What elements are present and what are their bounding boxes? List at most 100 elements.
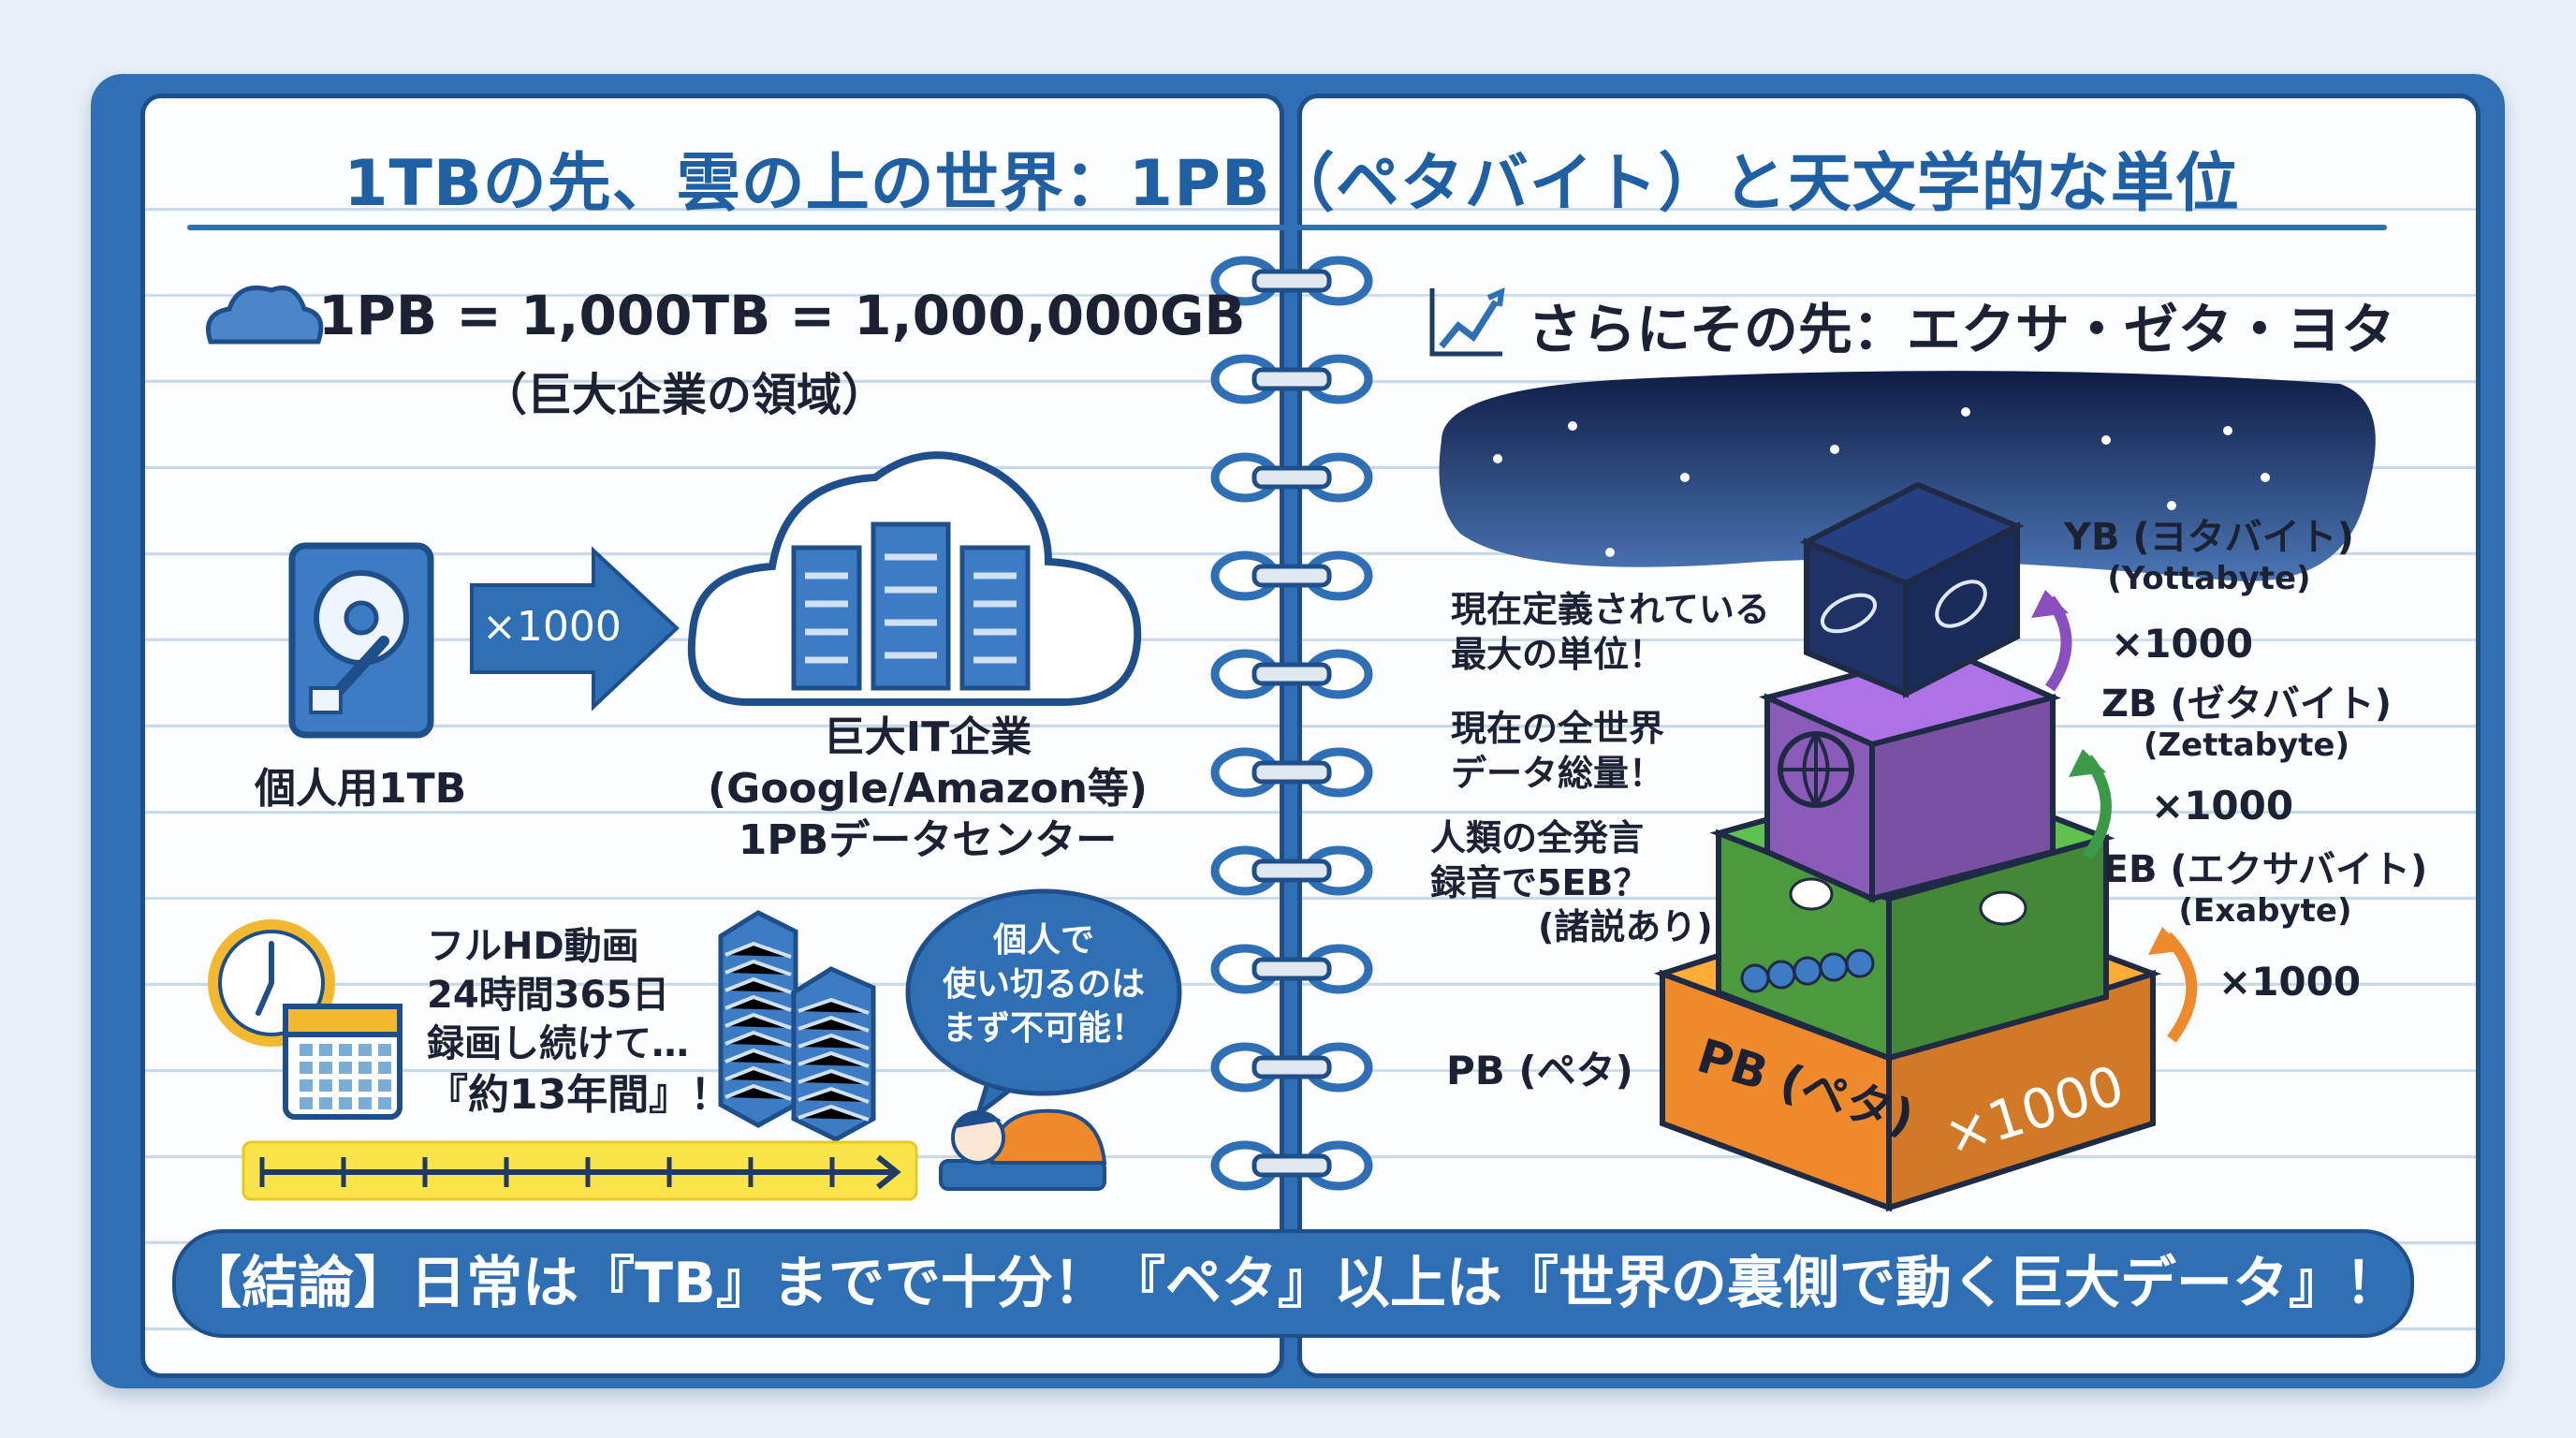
calendar-cell [378,1079,391,1092]
yb-box [1799,481,2025,698]
note-yb: 現在定義されている 最大の単位！ [1451,588,1770,677]
globe-lines [1780,732,1852,809]
unit-yb: YB (ヨタバイト) (Yottabyte) [2041,515,2378,598]
galaxy-icon [1935,580,1987,628]
conclusion-banner: 【結論】日常は『TB』までで十分！『ペタ』以上は『世界の裏側で動く巨大データ』！ [172,1229,2414,1338]
person-icon [1819,952,1849,982]
stripe [724,1065,792,1083]
calendar-cell [339,1044,352,1056]
stripe [724,959,792,976]
bubble-line: まず不可能！ [942,1008,1145,1048]
calendar-cell [359,1062,372,1074]
bubble-line: 個人で [992,921,1094,960]
bubble-text: 個人で 使い切るのは まず不可能！ [913,919,1175,1050]
calendar-cell [378,1062,391,1074]
calendar-cell [319,1062,332,1074]
calendar-icon [283,1004,402,1120]
ring-wire [1251,465,1332,490]
stripe [724,994,792,1012]
chat-bubble-icon [1979,890,2027,926]
hard-drive-icon [288,542,434,739]
server-stack-icon [718,910,876,1142]
step-yb: ×1000 [2111,621,2254,667]
calendar-cell [359,1044,372,1056]
calendar-cell [339,1079,352,1092]
stripe [798,1104,870,1122]
star-icon [2261,473,2270,482]
unit-name: ZB (ゼタバイト) [2101,682,2392,726]
multiplier-label: ×1000 [482,603,622,651]
calendar-cell [300,1079,313,1092]
calendar-cell [300,1044,313,1056]
stripe [798,1033,870,1050]
stripe [724,941,792,959]
note-line: データ総量！ [1451,752,1665,794]
chat-bubble-icon [1789,877,1834,911]
star-icon [1961,407,1970,417]
note-zb: 現在の全世界 データ総量！ [1451,707,1664,796]
growth-chart-icon [1429,287,1505,357]
video-line: 『約13年間』！ [427,1071,732,1119]
note-line: 最大の単位！ [1451,633,1665,675]
person-icon [1740,963,1770,993]
person-icon [1845,948,1875,978]
galaxy-icon [1820,593,1878,634]
stripe [724,1030,792,1048]
note-line: 現在定義されている [1451,589,1770,630]
unit-name: EB (エクサバイト) [2102,848,2428,891]
datacenter-line: 巨大IT企業 [823,713,1032,761]
person-icon [1793,956,1822,986]
unit-eb: EB (エクサバイト) (Exabyte) [2097,847,2434,931]
ring-wire [1251,564,1332,588]
ring-wire [1251,858,1332,883]
cloud-datacenter-icon [687,451,1142,706]
stripe [798,1068,870,1086]
video-line: 24時間365日 [427,974,670,1017]
unit-en: (Exabyte) [2178,892,2352,930]
data-unit-pyramid [1653,481,2162,1212]
star-icon [2167,501,2176,510]
note-line: 人類の全発言 [1430,817,1645,858]
note-eb: 人類の全発言 録音で5EB？ (諸説あり) [1430,816,1713,950]
calendar-cell [300,1062,313,1074]
arrow-right-icon [470,546,680,712]
video-line: フルHD動画 [427,925,639,968]
note-line: (諸説あり) [1538,906,1713,947]
note-pb: PB (ペタ) [1446,1048,1633,1093]
title-underline [187,225,2387,230]
calendar-cell [300,1097,313,1109]
spiral-binding [1210,256,1373,1191]
datacenter-line: (Google/Amazon等) [707,765,1149,813]
calendar-cell [359,1079,372,1092]
stripe [798,997,870,1015]
stripe [724,976,792,994]
arrow-yb-head [2031,590,2069,618]
calendar-cell [378,1044,391,1056]
timeline-bar [242,1140,918,1201]
calendar-cell [319,1044,332,1056]
ring-wire [1251,662,1332,686]
star-icon [1605,548,1615,557]
sleeping-person-icon [939,1108,1107,1191]
star-icon [2101,435,2111,445]
ring-wire [1251,760,1332,785]
star-icon [2223,426,2232,435]
unit-en: (Yottabyte) [2107,560,2311,597]
calendar-cell [339,1062,352,1074]
star-icon [1830,445,1839,454]
star-icon [1568,421,1577,431]
unit-zb: ZB (ゼタバイト) (Zettabyte) [2078,682,2415,765]
bubble-line: 使い切るのは [942,964,1145,1004]
datacenter-label: 巨大IT企業 (Google/Amazon等) 1PBデータセンター [694,712,1162,866]
stripe [724,1012,792,1030]
datacenter-line: 1PBデータセンター [738,816,1118,864]
calendar-cell [359,1097,372,1109]
video-text: フルHD動画 24時間365日 録画し続けて… 『約13年間』！ [427,922,731,1122]
step-zb: ×1000 [2151,783,2294,829]
cloud-icon [206,286,324,345]
step-eb: ×1000 [2218,959,2362,1005]
calendar-cell [319,1079,332,1092]
star-icon [1680,473,1690,482]
calendar-cell [378,1097,391,1109]
calendar-cell [319,1097,332,1109]
